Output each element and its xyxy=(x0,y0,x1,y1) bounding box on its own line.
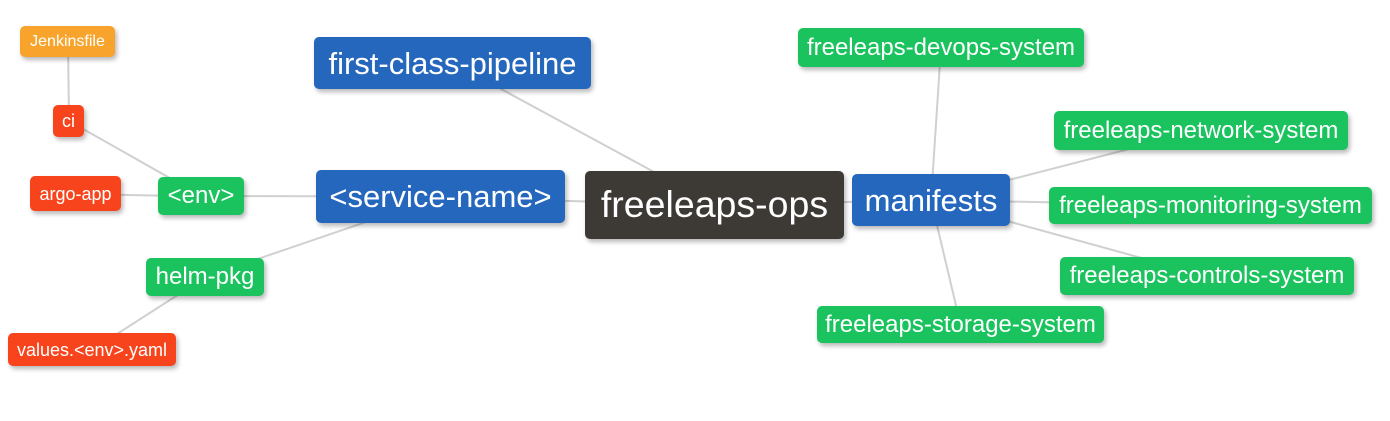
node-env[interactable]: <env> xyxy=(158,177,244,215)
node-argo-app[interactable]: argo-app xyxy=(30,176,121,211)
node-values-env-yaml[interactable]: values.<env>.yaml xyxy=(8,333,176,366)
node-freeleaps-network-system[interactable]: freeleaps-network-system xyxy=(1054,111,1348,150)
node-helm-pkg[interactable]: helm-pkg xyxy=(146,258,264,296)
node-manifests[interactable]: manifests xyxy=(852,174,1010,226)
node-freeleaps-storage-system[interactable]: freeleaps-storage-system xyxy=(817,306,1104,343)
node-freeleaps-devops-system[interactable]: freeleaps-devops-system xyxy=(798,28,1084,67)
node-service-name[interactable]: <service-name> xyxy=(316,170,565,223)
node-first-class-pipeline[interactable]: first-class-pipeline xyxy=(314,37,591,89)
node-freeleaps-ops[interactable]: freeleaps-ops xyxy=(585,171,844,239)
node-freeleaps-monitoring-system[interactable]: freeleaps-monitoring-system xyxy=(1049,187,1372,224)
node-jenkinsfile[interactable]: Jenkinsfile xyxy=(20,26,115,57)
node-freeleaps-controls-system[interactable]: freeleaps-controls-system xyxy=(1060,257,1354,295)
node-ci[interactable]: ci xyxy=(53,105,84,137)
